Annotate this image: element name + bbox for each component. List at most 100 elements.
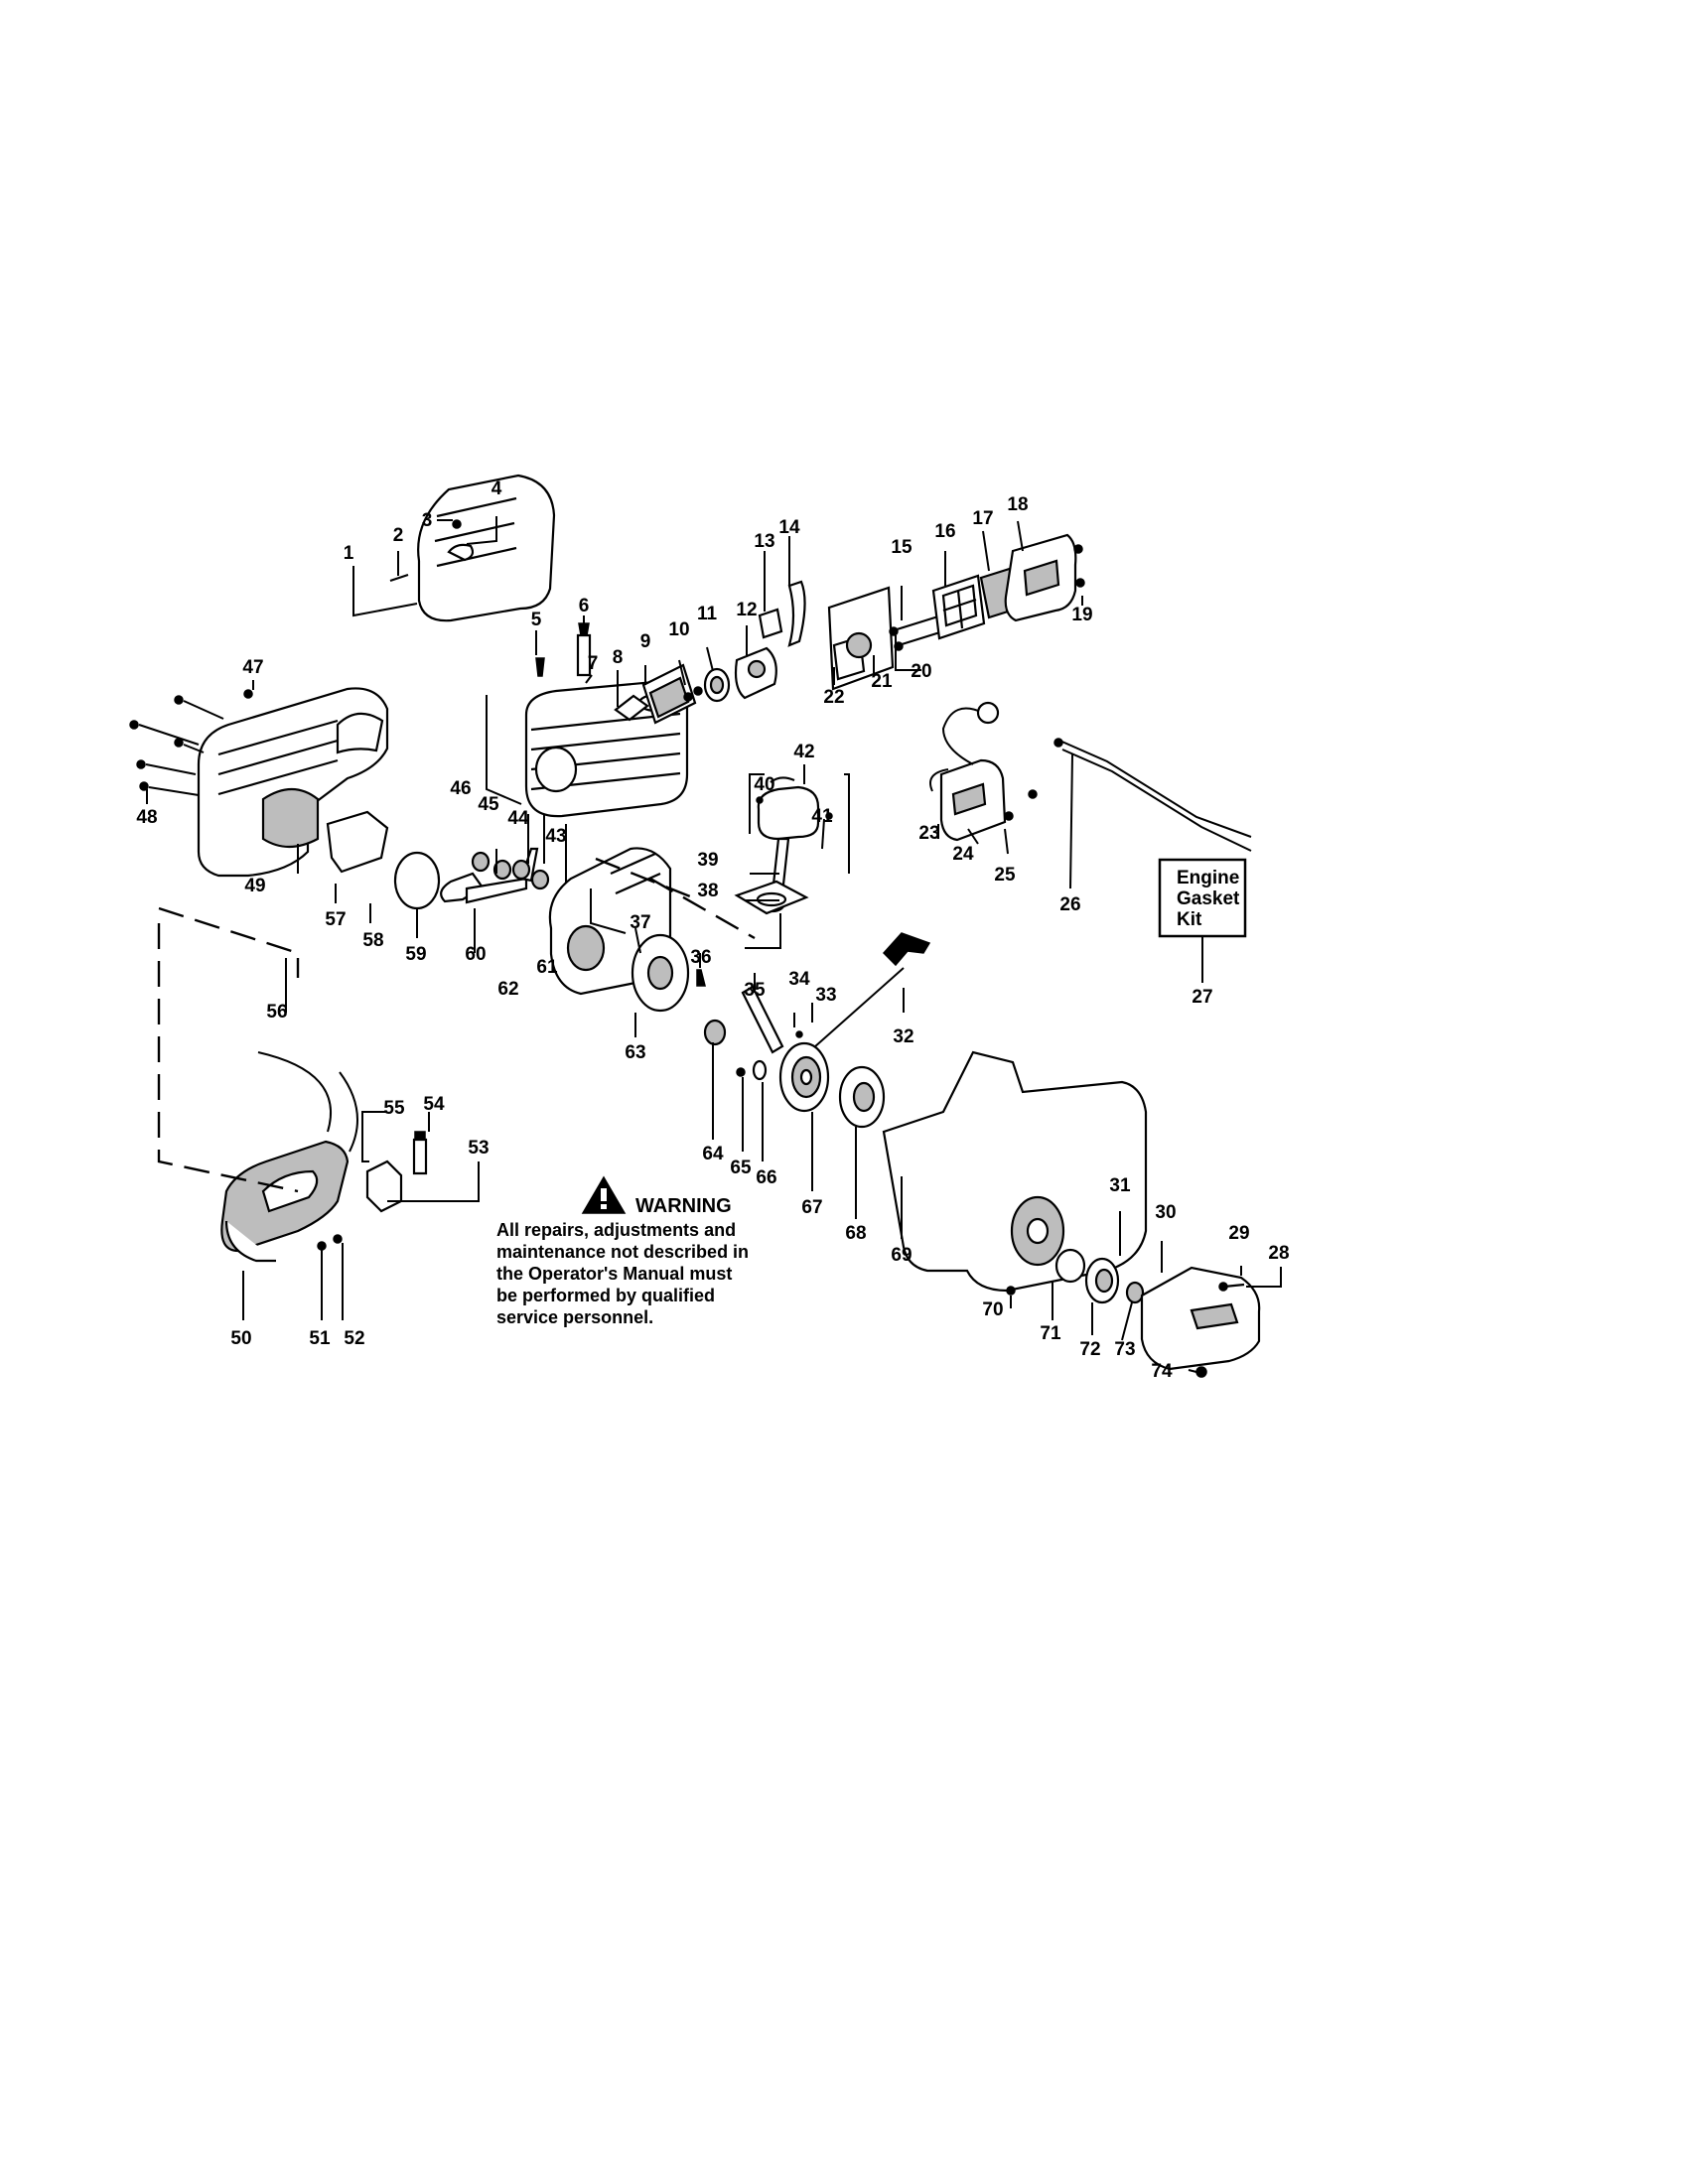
callout-42: 42 bbox=[793, 742, 814, 762]
warning-line-3: the Operator's Manual must bbox=[496, 1264, 732, 1284]
callout-1: 1 bbox=[344, 543, 354, 564]
callout-74: 74 bbox=[1151, 1361, 1173, 1382]
callout-14: 14 bbox=[778, 517, 800, 538]
cylinder-part bbox=[524, 679, 689, 818]
callout-73: 73 bbox=[1114, 1339, 1135, 1360]
callout-35: 35 bbox=[744, 980, 766, 1001]
gasket-kit-line2: Gasket bbox=[1177, 888, 1240, 909]
callout-52: 52 bbox=[344, 1328, 364, 1349]
warning-heading: WARNING bbox=[635, 1195, 732, 1217]
callout-7: 7 bbox=[588, 653, 599, 674]
callout-70: 70 bbox=[982, 1299, 1003, 1320]
part-drawings bbox=[129, 474, 1261, 1378]
callout-58: 58 bbox=[362, 930, 383, 951]
callout-9: 9 bbox=[640, 631, 651, 652]
starter-pulley-part bbox=[778, 1041, 830, 1113]
warning-line-5: service personnel. bbox=[496, 1307, 653, 1327]
leader-lines bbox=[146, 516, 1282, 1373]
callout-27: 27 bbox=[1192, 987, 1212, 1008]
callout-32: 32 bbox=[893, 1026, 913, 1047]
callout-20: 20 bbox=[911, 661, 931, 682]
callout-17: 17 bbox=[972, 508, 993, 529]
callout-45: 45 bbox=[478, 794, 499, 815]
callout-33: 33 bbox=[815, 985, 836, 1006]
callout-62: 62 bbox=[497, 979, 518, 1000]
callout-16: 16 bbox=[934, 521, 955, 542]
callout-63: 63 bbox=[625, 1042, 645, 1063]
callout-41: 41 bbox=[811, 806, 833, 827]
warning-triangle-icon bbox=[581, 1175, 627, 1214]
callout-69: 69 bbox=[891, 1245, 912, 1266]
callout-12: 12 bbox=[736, 600, 757, 620]
callout-61: 61 bbox=[536, 957, 558, 978]
callout-25: 25 bbox=[994, 865, 1016, 886]
callout-71: 71 bbox=[1040, 1323, 1061, 1344]
callout-50: 50 bbox=[230, 1328, 251, 1349]
callout-44: 44 bbox=[507, 808, 529, 829]
callout-37: 37 bbox=[630, 912, 650, 933]
warning-line-1: All repairs, adjustments and bbox=[496, 1220, 736, 1240]
callout-11: 11 bbox=[697, 604, 718, 624]
warning-line-2: maintenance not described in bbox=[496, 1242, 749, 1262]
callout-40: 40 bbox=[754, 774, 774, 795]
callout-55: 55 bbox=[383, 1098, 405, 1119]
callout-3: 3 bbox=[422, 510, 433, 531]
callout-23: 23 bbox=[918, 823, 939, 844]
callout-4: 4 bbox=[491, 478, 502, 499]
gasket-kit-box: Engine Gasket Kit bbox=[1158, 858, 1247, 938]
callout-36: 36 bbox=[690, 947, 711, 968]
callout-24: 24 bbox=[952, 844, 974, 865]
callout-39: 39 bbox=[697, 850, 718, 871]
engine-shroud-part bbox=[197, 687, 389, 878]
callout-47: 47 bbox=[242, 657, 263, 678]
fuel-tank-part bbox=[220, 1140, 350, 1263]
callout-15: 15 bbox=[891, 537, 912, 558]
callout-59: 59 bbox=[405, 944, 426, 965]
callout-72: 72 bbox=[1079, 1339, 1100, 1360]
air-filter-base-part bbox=[827, 586, 895, 691]
callout-60: 60 bbox=[465, 944, 486, 965]
warning-line-4: be performed by qualified bbox=[496, 1286, 715, 1305]
callout-66: 66 bbox=[756, 1167, 776, 1188]
callout-68: 68 bbox=[845, 1223, 866, 1244]
callout-67: 67 bbox=[801, 1197, 822, 1218]
fan-housing-part bbox=[1140, 1266, 1261, 1371]
ignition-module-part bbox=[929, 701, 1038, 842]
callout-19: 19 bbox=[1071, 605, 1092, 625]
callout-2: 2 bbox=[393, 525, 404, 546]
warning-notice: WARNING All repairs, adjustments and mai… bbox=[496, 1175, 749, 1327]
callout-48: 48 bbox=[136, 807, 157, 828]
callout-65: 65 bbox=[730, 1158, 752, 1178]
callout-21: 21 bbox=[871, 671, 893, 692]
engine-housing-part bbox=[882, 1050, 1148, 1293]
callout-34: 34 bbox=[788, 969, 810, 990]
callout-38: 38 bbox=[697, 881, 718, 901]
callout-57: 57 bbox=[325, 909, 346, 930]
assembly-dash-lines bbox=[157, 695, 756, 1193]
callout-28: 28 bbox=[1268, 1243, 1289, 1264]
callout-5: 5 bbox=[531, 610, 542, 630]
callout-30: 30 bbox=[1155, 1202, 1176, 1223]
cylinder-cover-part bbox=[417, 474, 556, 622]
callout-43: 43 bbox=[545, 826, 566, 847]
callout-13: 13 bbox=[754, 531, 774, 552]
callout-26: 26 bbox=[1059, 894, 1080, 915]
callout-64: 64 bbox=[702, 1144, 724, 1164]
crankcase-cover-part bbox=[631, 933, 690, 1013]
gasket-kit-line3: Kit bbox=[1177, 909, 1202, 930]
callout-56: 56 bbox=[266, 1002, 287, 1023]
callout-labels: 1 2 3 4 5 6 7 8 9 10 11 12 13 14 15 16 1… bbox=[136, 478, 1289, 1382]
callout-54: 54 bbox=[423, 1094, 445, 1115]
callout-51: 51 bbox=[309, 1328, 331, 1349]
callout-10: 10 bbox=[668, 619, 689, 640]
callout-18: 18 bbox=[1007, 494, 1028, 515]
callout-31: 31 bbox=[1109, 1175, 1131, 1196]
callout-46: 46 bbox=[450, 778, 471, 799]
callout-8: 8 bbox=[613, 647, 624, 668]
callout-22: 22 bbox=[823, 687, 844, 708]
gasket-kit-line1: Engine bbox=[1177, 868, 1239, 888]
callout-6: 6 bbox=[579, 596, 590, 616]
callout-53: 53 bbox=[468, 1138, 489, 1159]
callout-29: 29 bbox=[1228, 1223, 1249, 1244]
